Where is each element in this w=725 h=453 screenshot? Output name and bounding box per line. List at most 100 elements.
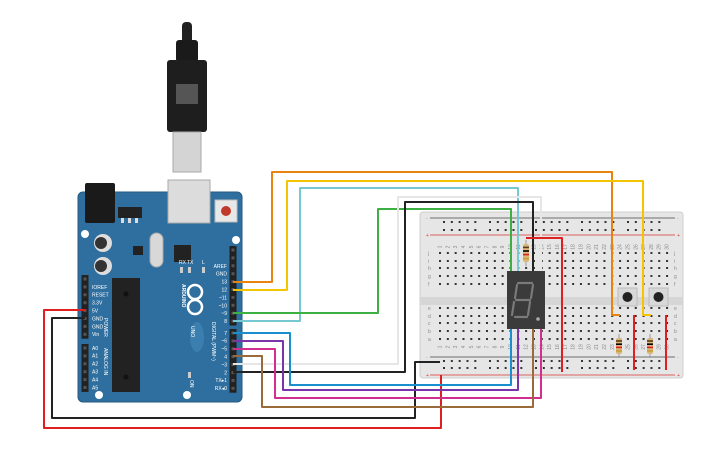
breadboard-hole[interactable] (564, 267, 567, 269)
breadboard-hole[interactable] (446, 252, 449, 254)
rail-hole[interactable] (596, 221, 599, 223)
breadboard-hole[interactable] (462, 322, 465, 324)
rail-hole[interactable] (512, 367, 515, 369)
breadboard-hole[interactable] (587, 330, 590, 332)
rail-hole[interactable] (566, 367, 569, 369)
breadboard-hole[interactable] (572, 330, 575, 332)
header-pin[interactable] (83, 324, 87, 328)
breadboard-hole[interactable] (454, 322, 457, 324)
rail-hole[interactable] (512, 221, 515, 223)
rail-hole[interactable] (520, 360, 523, 362)
breadboard-hole[interactable] (666, 307, 669, 309)
breadboard-hole[interactable] (603, 322, 606, 324)
rail-hole[interactable] (443, 360, 445, 362)
breadboard-hole[interactable] (462, 267, 465, 269)
rail-hole[interactable] (466, 229, 469, 231)
breadboard-hole[interactable] (556, 252, 559, 254)
breadboard-hole[interactable] (611, 330, 614, 332)
breadboard-hole[interactable] (626, 338, 629, 340)
breadboard-hole[interactable] (587, 283, 590, 285)
breadboard-hole[interactable] (572, 307, 575, 309)
breadboard-hole[interactable] (666, 275, 669, 277)
breadboard-hole[interactable] (454, 252, 457, 254)
rail-hole[interactable] (658, 221, 661, 223)
breadboard-hole[interactable] (611, 322, 614, 324)
breadboard-hole[interactable] (603, 260, 606, 262)
rail-hole[interactable] (650, 367, 653, 369)
breadboard-hole[interactable] (470, 330, 473, 332)
magenta-wire[interactable] (233, 329, 542, 399)
rail-hole[interactable] (642, 360, 645, 362)
breadboard-hole[interactable] (595, 307, 598, 309)
blue-wire[interactable] (233, 329, 512, 386)
rail-hole[interactable] (450, 221, 453, 223)
rail-hole[interactable] (504, 229, 507, 231)
breadboard-hole[interactable] (470, 338, 473, 340)
brown-wire[interactable] (233, 329, 534, 408)
breadboard-hole[interactable] (626, 322, 629, 324)
breadboard-hole[interactable] (493, 322, 496, 324)
breadboard-hole[interactable] (446, 275, 449, 277)
breadboard-hole[interactable] (478, 315, 481, 317)
breadboard-hole[interactable] (525, 267, 528, 269)
breadboard-hole[interactable] (439, 315, 441, 317)
rail-hole[interactable] (627, 229, 629, 231)
breadboard-hole[interactable] (470, 275, 473, 277)
breadboard-hole[interactable] (658, 252, 661, 254)
breadboard-hole[interactable] (478, 338, 481, 340)
rail-hole[interactable] (634, 367, 637, 369)
breadboard-hole[interactable] (556, 338, 559, 340)
breadboard-hole[interactable] (446, 330, 449, 332)
breadboard-hole[interactable] (587, 315, 590, 317)
header-pin[interactable] (83, 277, 87, 281)
breadboard-hole[interactable] (626, 267, 629, 269)
rail-hole[interactable] (489, 221, 491, 223)
breadboard-hole[interactable] (650, 283, 653, 285)
breadboard-hole[interactable] (485, 315, 488, 317)
rail-hole[interactable] (581, 367, 583, 369)
red-wire-5v[interactable] (43, 309, 442, 429)
rail-hole[interactable] (466, 221, 469, 223)
breadboard-hole[interactable] (564, 260, 567, 262)
resistor[interactable] (523, 240, 529, 266)
resistor[interactable] (616, 334, 622, 358)
breadboard-hole[interactable] (619, 283, 622, 285)
rail-hole[interactable] (496, 229, 499, 231)
breadboard-hole[interactable] (462, 307, 465, 309)
breadboard-hole[interactable] (626, 275, 629, 277)
rail-hole[interactable] (634, 229, 637, 231)
breadboard-hole[interactable] (501, 275, 504, 277)
breadboard-hole[interactable] (650, 315, 653, 317)
rail-hole[interactable] (558, 221, 561, 223)
breadboard-hole[interactable] (485, 252, 488, 254)
breadboard-hole[interactable] (485, 283, 488, 285)
breadboard-hole[interactable] (579, 260, 582, 262)
push-button-2[interactable] (648, 287, 669, 307)
breadboard-hole[interactable] (650, 322, 653, 324)
breadboard-hole[interactable] (462, 275, 465, 277)
rail-hole[interactable] (650, 360, 653, 362)
breadboard-hole[interactable] (572, 338, 575, 340)
breadboard-hole[interactable] (564, 275, 567, 277)
rail-hole[interactable] (604, 360, 607, 362)
header-pin[interactable] (83, 301, 87, 305)
header-pin[interactable] (231, 386, 235, 390)
breadboard-hole[interactable] (619, 267, 622, 269)
rail-hole[interactable] (650, 221, 653, 223)
rail-hole[interactable] (458, 229, 461, 231)
breadboard-hole[interactable] (548, 283, 551, 285)
breadboard-hole[interactable] (579, 267, 582, 269)
breadboard-hole[interactable] (493, 252, 496, 254)
breadboard-hole[interactable] (666, 322, 669, 324)
rail-hole[interactable] (504, 367, 507, 369)
breadboard-hole[interactable] (439, 330, 441, 332)
breadboard-hole[interactable] (478, 260, 481, 262)
resistor[interactable] (647, 334, 653, 358)
purple-wire[interactable] (233, 329, 519, 391)
breadboard-hole[interactable] (603, 252, 606, 254)
rail-hole[interactable] (474, 367, 477, 369)
breadboard-hole[interactable] (501, 260, 504, 262)
breadboard-hole[interactable] (603, 330, 606, 332)
breadboard-hole[interactable] (666, 267, 669, 269)
breadboard-hole[interactable] (658, 275, 661, 277)
